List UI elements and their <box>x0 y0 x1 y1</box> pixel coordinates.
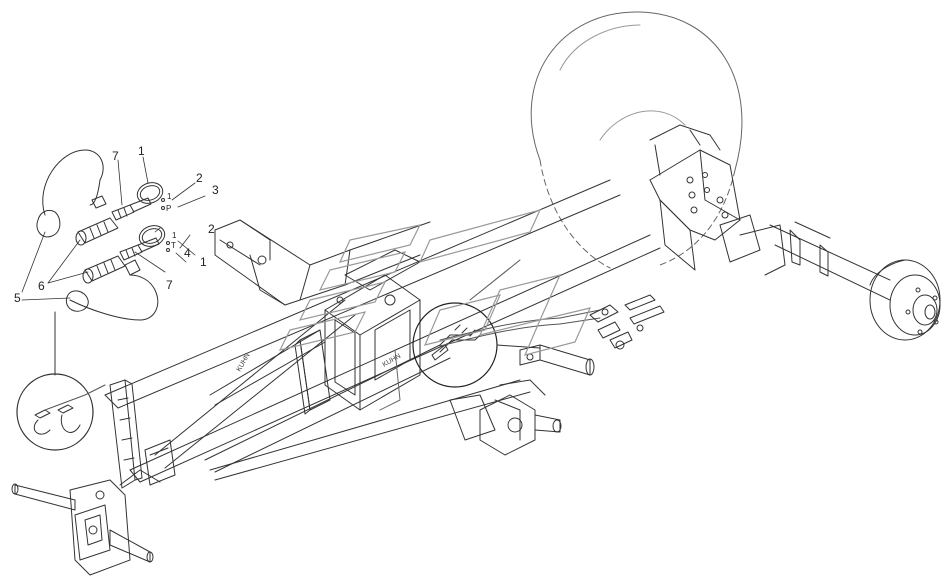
coupler-upper <box>75 217 119 246</box>
marker-dots <box>161 198 170 252</box>
center-gearbox <box>294 249 421 415</box>
hydraulic-cylinder <box>519 344 595 376</box>
watermark-logo <box>278 209 592 356</box>
callout-7-lower: 7 <box>166 278 173 292</box>
frame-mark-left: KUHN <box>236 352 252 373</box>
detail-circle-center <box>412 302 541 388</box>
jack-stand <box>109 379 176 489</box>
coupler-lower <box>82 255 126 284</box>
port-label-t: T <box>171 241 176 250</box>
adapter-upper <box>111 197 152 221</box>
hose-fittings-right <box>589 294 665 350</box>
hydraulic-lines <box>439 259 601 347</box>
leader-lines <box>21 156 206 301</box>
front-hitch <box>11 469 161 576</box>
axle-bracket-center <box>449 379 562 456</box>
port-label-p: P <box>166 204 171 213</box>
seal-ring-lower <box>138 225 166 247</box>
callout-2-upper: 2 <box>196 171 203 185</box>
callout-1-lower: 1 <box>200 255 207 269</box>
port-label-1a: 1 <box>167 192 172 201</box>
dust-cap-upper <box>36 149 107 238</box>
detail-circle-left <box>16 311 106 451</box>
callout-7-upper: 7 <box>112 149 119 163</box>
callout-5: 5 <box>14 291 21 305</box>
right-mount-plate <box>649 124 786 276</box>
port-label-1b: 1 <box>172 231 177 240</box>
callout-1-upper: 1 <box>138 144 145 158</box>
adapter-lower <box>119 237 160 261</box>
rear-axle <box>769 221 891 301</box>
callout-4: 4 <box>184 246 191 260</box>
wheel-hub <box>869 259 941 341</box>
drawbar-frame <box>104 179 661 483</box>
callout-3: 3 <box>212 183 219 197</box>
wheel-tire <box>530 11 743 269</box>
dust-cap-lower <box>65 259 159 321</box>
seal-ring-upper <box>136 182 164 204</box>
callout-6: 6 <box>38 279 45 293</box>
cross-frame <box>214 219 431 306</box>
callout-2-lower: 2 <box>208 222 215 236</box>
